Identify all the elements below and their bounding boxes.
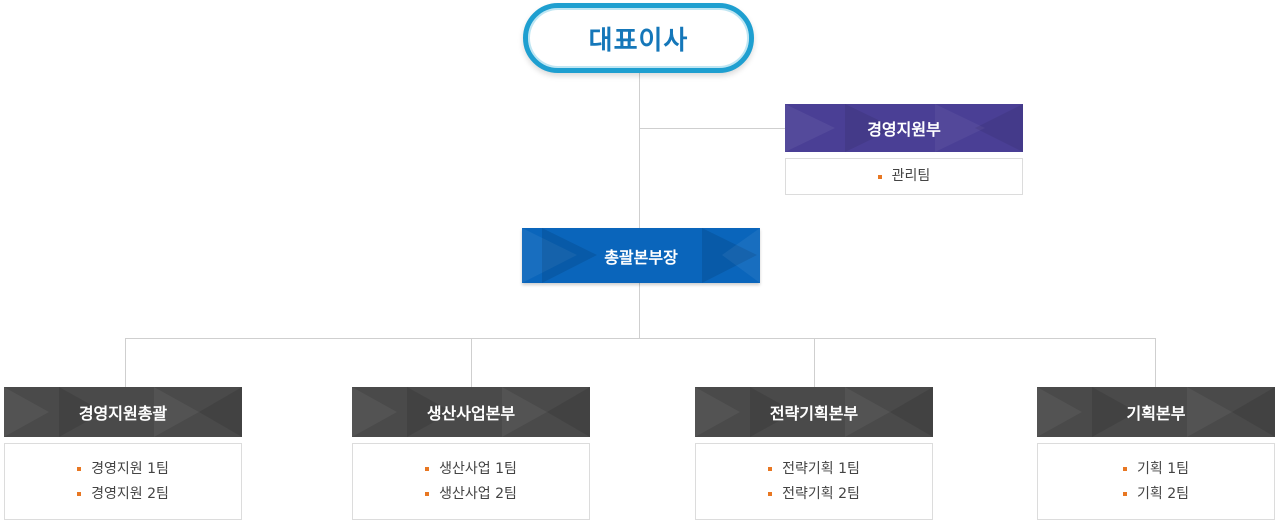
team-item: 기획 2팀 bbox=[1123, 482, 1189, 507]
team-label: 기획 2팀 bbox=[1137, 485, 1189, 502]
connector-gm-down bbox=[639, 283, 640, 338]
support-team-list: 관리팀 bbox=[785, 158, 1023, 195]
team-item: 경영지원 2팀 bbox=[77, 482, 169, 507]
support-department-header: 경영지원부 bbox=[785, 104, 1023, 152]
general-manager-node: 총괄본부장 bbox=[522, 228, 760, 283]
header-pattern bbox=[1037, 387, 1275, 437]
connector-division-drop bbox=[1155, 338, 1156, 387]
division-header: 기획본부 bbox=[1037, 387, 1275, 437]
team-label: 전략기획 2팀 bbox=[782, 485, 860, 502]
division-header: 전략기획본부 bbox=[695, 387, 933, 437]
division-header: 생산사업본부 bbox=[352, 387, 590, 437]
team-label: 전략기획 1팀 bbox=[782, 460, 860, 477]
ceo-node: 대표이사 bbox=[523, 3, 754, 73]
header-pattern bbox=[522, 228, 760, 283]
team-item: 전략기획 1팀 bbox=[768, 457, 860, 482]
division-team-list: 생산사업 1팀 생산사업 2팀 bbox=[352, 443, 590, 520]
division-team-list: 기획 1팀 기획 2팀 bbox=[1037, 443, 1275, 520]
bullet-icon bbox=[768, 467, 773, 471]
connector-support-branch bbox=[639, 128, 785, 129]
general-manager-label: 총괄본부장 bbox=[604, 247, 678, 267]
bullet-icon bbox=[425, 467, 430, 471]
bullet-icon bbox=[77, 492, 82, 496]
team-item: 전략기획 2팀 bbox=[768, 482, 860, 507]
bullet-icon bbox=[425, 492, 430, 496]
connector-ceo-trunk bbox=[639, 73, 640, 228]
header-pattern bbox=[352, 387, 590, 437]
division-label: 기획본부 bbox=[1126, 404, 1186, 423]
ceo-label: 대표이사 bbox=[588, 25, 689, 56]
connector-division-drop bbox=[814, 338, 815, 387]
team-item: 기획 1팀 bbox=[1123, 457, 1189, 482]
division-label: 생산사업본부 bbox=[426, 404, 516, 423]
bullet-icon bbox=[77, 467, 82, 471]
division-label: 경영지원총괄 bbox=[78, 404, 168, 423]
team-label: 경영지원 2팀 bbox=[91, 485, 169, 502]
team-item: 생산사업 1팀 bbox=[425, 457, 517, 482]
division-header: 경영지원총괄 bbox=[4, 387, 242, 437]
team-label: 경영지원 1팀 bbox=[91, 460, 169, 477]
team-label: 관리팀 bbox=[891, 168, 931, 184]
team-item: 생산사업 2팀 bbox=[425, 482, 517, 507]
division-team-list: 경영지원 1팀 경영지원 2팀 bbox=[4, 443, 242, 520]
team-label: 생산사업 1팀 bbox=[439, 460, 517, 477]
bullet-icon bbox=[768, 492, 773, 496]
bullet-icon bbox=[877, 174, 882, 179]
team-label: 기획 1팀 bbox=[1137, 460, 1189, 477]
header-pattern bbox=[695, 387, 933, 437]
division-label: 전략기획본부 bbox=[769, 404, 859, 423]
bullet-icon bbox=[1123, 492, 1127, 496]
support-department-label: 경영지원부 bbox=[867, 120, 941, 139]
team-label: 생산사업 2팀 bbox=[439, 485, 517, 502]
connector-division-bus bbox=[125, 338, 1156, 339]
team-item: 관리팀 bbox=[877, 164, 931, 189]
connector-division-drop bbox=[471, 338, 472, 387]
bullet-icon bbox=[1123, 467, 1127, 471]
team-item: 경영지원 1팀 bbox=[77, 457, 169, 482]
header-pattern bbox=[785, 104, 1023, 152]
division-team-list: 전략기획 1팀 전략기획 2팀 bbox=[695, 443, 933, 520]
header-pattern bbox=[4, 387, 242, 437]
connector-division-drop bbox=[125, 338, 126, 387]
